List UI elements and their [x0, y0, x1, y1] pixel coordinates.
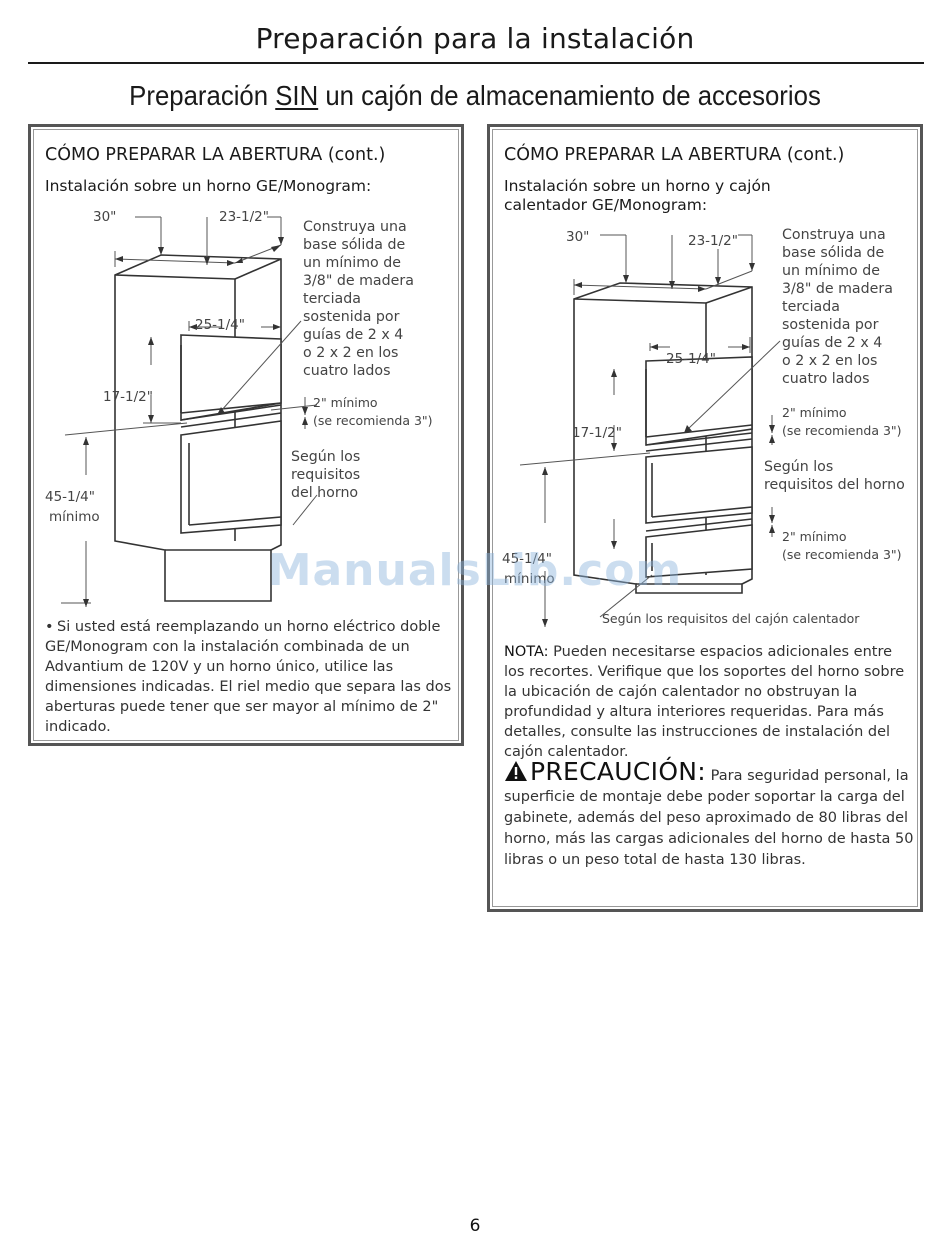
left-plywood-note: Construya una base sólida de un mínimo d…	[303, 219, 418, 379]
right-panel: CÓMO PREPARAR LA ABERTURA (cont.) Instal…	[487, 124, 923, 912]
caution-text: Para seguridad personal, la superficie d…	[504, 768, 914, 868]
caution-heading: PRECAUCIÓN:	[530, 757, 707, 786]
left-panel: CÓMO PREPARAR LA ABERTURA (cont.) Instal…	[28, 124, 464, 746]
right-inner-width-dim: 25-1/4"	[666, 351, 716, 367]
right-base-height-note: mínimo	[504, 571, 555, 587]
page-title: Preparación para la instalación	[255, 22, 695, 55]
left-gap-rec: (se recomienda 3")	[313, 413, 433, 428]
title-rule	[28, 62, 924, 64]
left-opening-height-dim: 17-1/2"	[103, 389, 153, 405]
right-cabinet-diagram: 30" 23-1/2" 25-1/4" 17-1/2" 45-1/4" míni…	[502, 227, 905, 627]
right-gap-min-lower: 2" mínimo	[782, 529, 847, 544]
subtitle-emphasis: SIN	[275, 80, 319, 111]
right-oven-req: Según los requisitos del horno	[764, 459, 905, 493]
right-gap-min-upper: 2" mínimo	[782, 405, 847, 420]
right-panel-heading: CÓMO PREPARAR LA ABERTURA (cont.)	[504, 145, 845, 165]
right-base-height-dim: 45-1/4"	[502, 551, 552, 567]
left-depth-dim: 23-1/2"	[219, 209, 269, 225]
left-panel-subheading: Instalación sobre un horno GE/Monogram:	[45, 177, 372, 195]
right-nota: NOTA: Pueden necesitarse espacios adicio…	[504, 644, 905, 760]
subtitle-post: un cajón de almacenamiento de accesorios	[318, 80, 821, 111]
subtitle-pre: Preparación	[129, 80, 276, 111]
right-drawer-req: Según los requisitos del cajón calentado…	[602, 611, 860, 626]
page-subtitle: Preparación SIN un cajón de almacenamien…	[38, 80, 912, 112]
watermark: ManualsLib.com	[267, 545, 683, 596]
right-gap-rec-upper: (se recomienda 3")	[782, 423, 902, 438]
left-inner-width-dim: 25-1/4"	[195, 317, 245, 333]
left-gap-min: 2" mínimo	[313, 395, 378, 410]
left-oven-req: Según los requisitos del horno	[291, 449, 365, 501]
right-caution: PRECAUCIÓN: Para seguridad personal, la …	[504, 757, 914, 871]
right-plywood-note: Construya una base sólida de un mínimo d…	[782, 227, 897, 387]
left-panel-heading: CÓMO PREPARAR LA ABERTURA (cont.)	[45, 145, 386, 165]
left-width-dim: 30"	[93, 209, 116, 225]
left-base-height-note: mínimo	[49, 509, 100, 525]
warning-triangle-icon	[505, 761, 527, 781]
bullet-dot: •	[45, 619, 54, 635]
right-gap-rec-lower: (se recomienda 3")	[782, 547, 902, 562]
right-depth-dim: 23-1/2"	[688, 233, 738, 249]
page-number: 6	[469, 1216, 481, 1236]
left-cabinet-diagram: 30" 23-1/2" 25-1/4" 17-1/2" 45-1/4" míni…	[45, 209, 433, 607]
left-base-height-dim: 45-1/4"	[45, 489, 95, 505]
right-opening-height-dim: 17-1/2"	[572, 425, 622, 441]
nota-label: NOTA:	[504, 644, 549, 660]
right-width-dim: 30"	[566, 229, 589, 245]
left-bullet-note: •Si usted está reemplazando un horno elé…	[45, 619, 452, 735]
